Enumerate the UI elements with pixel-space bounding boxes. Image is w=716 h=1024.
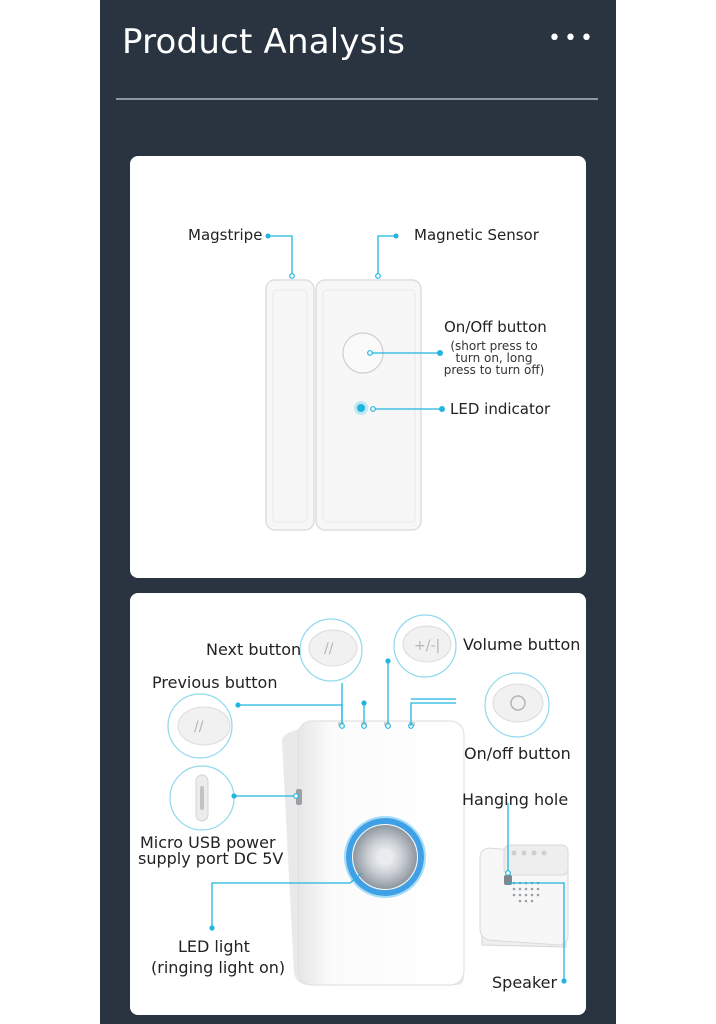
sensor-led <box>357 404 365 412</box>
sensor-diagram-card: Magstripe Magnetic Sensor On/Off button … <box>130 156 586 578</box>
label-volume-button: Volume button <box>463 635 581 654</box>
more-options-icon[interactable]: ••• <box>548 26 596 51</box>
label-magnetic-sensor: Magnetic Sensor <box>414 226 539 244</box>
label-led-indicator: LED indicator <box>450 400 551 418</box>
usb-port-icon <box>296 789 302 805</box>
sensor-body <box>315 279 422 531</box>
receiver-illustration: // +/-| // <box>167 614 569 986</box>
label-magstripe: Magstripe <box>188 226 263 244</box>
onoff-button-zoom <box>484 672 550 738</box>
label-led-line2: (ringing light on) <box>151 958 286 977</box>
label-onoff-button: On/Off button <box>444 318 547 336</box>
receiver-back-view <box>479 844 569 948</box>
svg-text://: // <box>194 719 204 735</box>
label-next-button: Next button <box>206 640 302 659</box>
usb-port-zoom <box>169 765 235 831</box>
label-onoff-note-3: press to turn off) <box>443 363 545 377</box>
led-ring <box>346 818 424 896</box>
label-speaker: Speaker <box>492 973 558 992</box>
sensor-illustration <box>265 233 445 531</box>
label-usb-line2: supply port DC 5V <box>138 849 284 868</box>
next-button-zoom: // <box>299 618 363 682</box>
volume-button-zoom: +/-| <box>393 614 457 678</box>
label-onoff-button: On/off button <box>464 744 571 763</box>
label-previous-button: Previous button <box>152 673 278 692</box>
page-title: Product Analysis <box>122 22 406 62</box>
label-onoff-note-2: turn on, long <box>455 351 533 365</box>
label-led-line1: LED light <box>178 937 250 956</box>
label-usb-line1: Micro USB power <box>140 833 276 852</box>
svg-text://: // <box>324 641 334 657</box>
magstripe-body <box>265 279 315 531</box>
label-onoff-note-1: (short press to <box>450 339 538 353</box>
label-hanging-hole: Hanging hole <box>462 790 569 809</box>
svg-text:+/-|: +/-| <box>414 638 440 654</box>
previous-button-zoom: // <box>167 693 233 759</box>
header-divider <box>116 98 598 100</box>
receiver-diagram-card: // +/-| // <box>130 593 586 1015</box>
